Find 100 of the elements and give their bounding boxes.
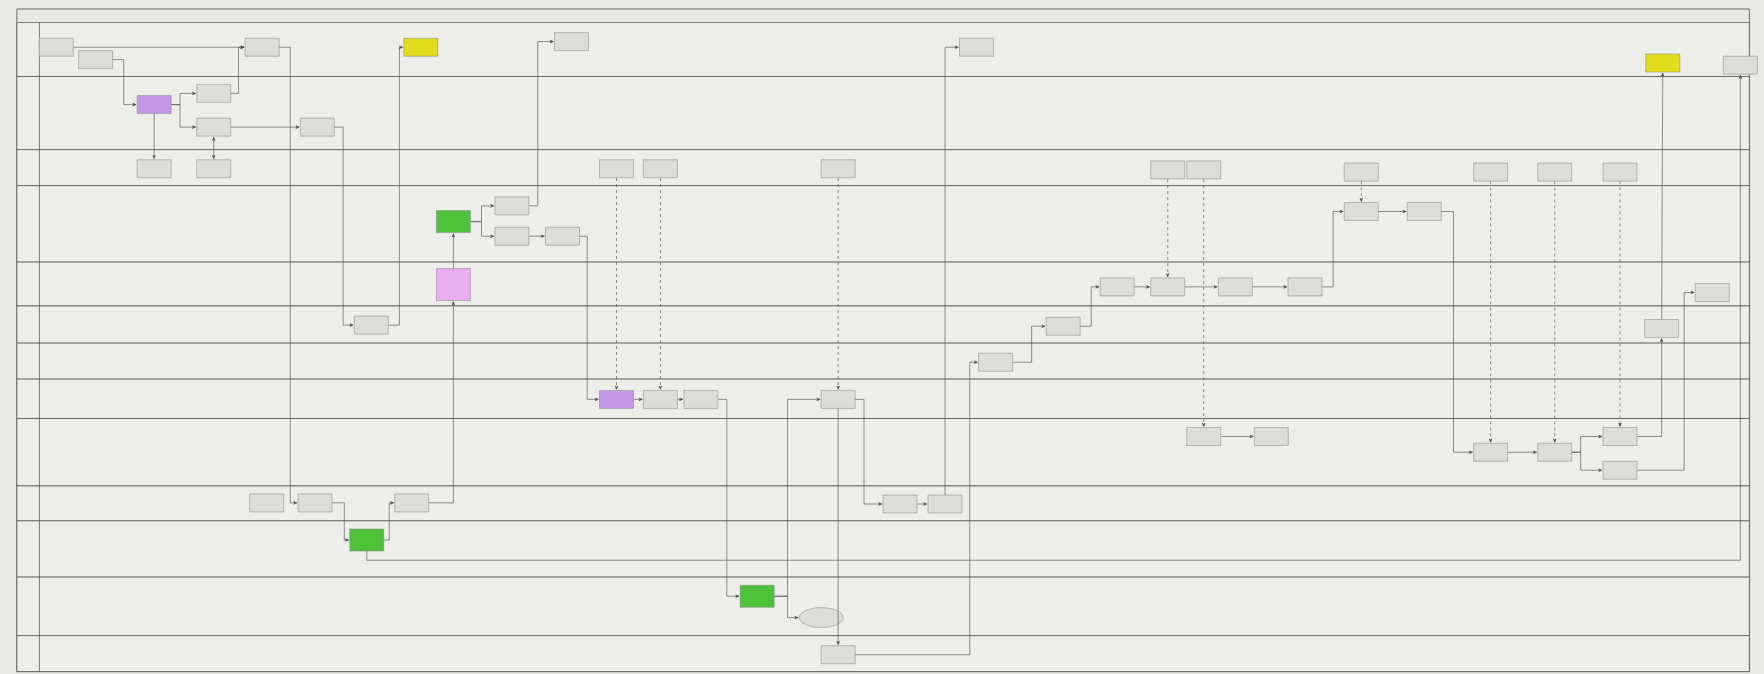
- process-box: [545, 227, 580, 246]
- arrow: [579, 235, 599, 401]
- arrow: [451, 233, 455, 269]
- arrow: [1378, 209, 1407, 214]
- process-box: [927, 494, 963, 514]
- double-arrow: [212, 136, 216, 159]
- process-box: [959, 38, 994, 57]
- process-box: [78, 50, 113, 69]
- swimlane: [16, 576, 1750, 636]
- arrow: [855, 360, 978, 656]
- process-box: [643, 390, 678, 409]
- process-box: [1537, 443, 1572, 462]
- dashed-arrow: [614, 177, 619, 390]
- swimlane: [16, 485, 1750, 522]
- process-box: [820, 159, 856, 178]
- process-box: [1645, 53, 1680, 73]
- process-box: [1602, 461, 1638, 480]
- process-box: [599, 390, 634, 409]
- arrow: [428, 301, 455, 504]
- dashed-arrow: [658, 177, 662, 390]
- arrow: [171, 104, 196, 129]
- process-box: [136, 159, 172, 178]
- process-box: [820, 390, 856, 409]
- process-box: [494, 196, 530, 216]
- dashed-arrow: [836, 177, 840, 390]
- process-box: [394, 493, 429, 513]
- arrow: [1220, 434, 1254, 439]
- swimlane: [16, 520, 1750, 578]
- swimlane: [16, 635, 1750, 672]
- process-box: [1602, 427, 1638, 446]
- arrow: [633, 397, 643, 401]
- process-box: [1473, 162, 1508, 182]
- process-box: [297, 493, 333, 513]
- oval-node: [799, 607, 844, 628]
- process-box: [354, 315, 389, 335]
- process-box: [436, 210, 471, 233]
- process-box: [1344, 202, 1379, 221]
- arrow: [1636, 338, 1664, 437]
- arrow: [855, 399, 883, 506]
- swimlane: [16, 378, 1750, 419]
- process-box: [1186, 427, 1221, 446]
- process-box: [300, 117, 335, 137]
- swimlane: [16, 261, 1750, 307]
- process-box: [820, 645, 856, 664]
- process-box: [554, 32, 589, 51]
- arrow: [230, 125, 300, 129]
- process-box: [136, 95, 172, 114]
- arrow: [279, 46, 298, 505]
- process-box: [978, 353, 1013, 372]
- arrow: [1636, 290, 1695, 471]
- process-box: [1186, 160, 1221, 180]
- arrow: [1507, 450, 1537, 454]
- process-box: [403, 38, 438, 57]
- arrow: [944, 45, 959, 496]
- dashed-arrow: [1553, 181, 1557, 443]
- dashed-arrow: [1202, 178, 1206, 427]
- process-box: [494, 227, 530, 246]
- process-box: [1602, 162, 1638, 182]
- arrow: [1252, 285, 1288, 289]
- arrow: [836, 408, 840, 645]
- process-box: [739, 585, 775, 608]
- arrow: [334, 126, 354, 327]
- arrow: [331, 502, 349, 542]
- process-box: [244, 38, 280, 57]
- arrow: [230, 45, 245, 94]
- process-box: [196, 117, 231, 137]
- arrow: [1184, 285, 1218, 289]
- arrow: [470, 221, 495, 238]
- process-box: [882, 494, 918, 514]
- arrow: [112, 59, 137, 107]
- arrow: [528, 234, 545, 238]
- process-box: [1344, 162, 1379, 182]
- arrow: [1441, 211, 1473, 454]
- swimlane: [16, 305, 1750, 344]
- process-box: [1287, 277, 1323, 297]
- process-box: [349, 528, 384, 552]
- process-box: [196, 84, 231, 103]
- arrow: [383, 501, 394, 541]
- arrow: [1321, 209, 1344, 288]
- arrow: [1080, 285, 1100, 327]
- arrow: [677, 397, 684, 401]
- process-box: [683, 390, 719, 409]
- process-box: [196, 159, 231, 178]
- arrow: [366, 75, 1742, 561]
- process-box: [39, 38, 74, 57]
- process-box: [599, 159, 634, 178]
- process-box: [1254, 427, 1289, 446]
- arrow: [1134, 285, 1150, 289]
- dashed-arrow: [1359, 181, 1363, 202]
- arrow: [1012, 324, 1046, 363]
- arrow: [916, 502, 928, 506]
- swimlane: [16, 22, 1750, 77]
- process-box: [1695, 283, 1730, 302]
- process-box: [1218, 277, 1253, 297]
- dashed-arrow: [1618, 181, 1622, 427]
- arrow: [717, 399, 740, 598]
- process-box: [1473, 443, 1508, 462]
- arrow: [388, 45, 403, 326]
- arrow: [774, 595, 799, 620]
- process-box: [1045, 317, 1081, 336]
